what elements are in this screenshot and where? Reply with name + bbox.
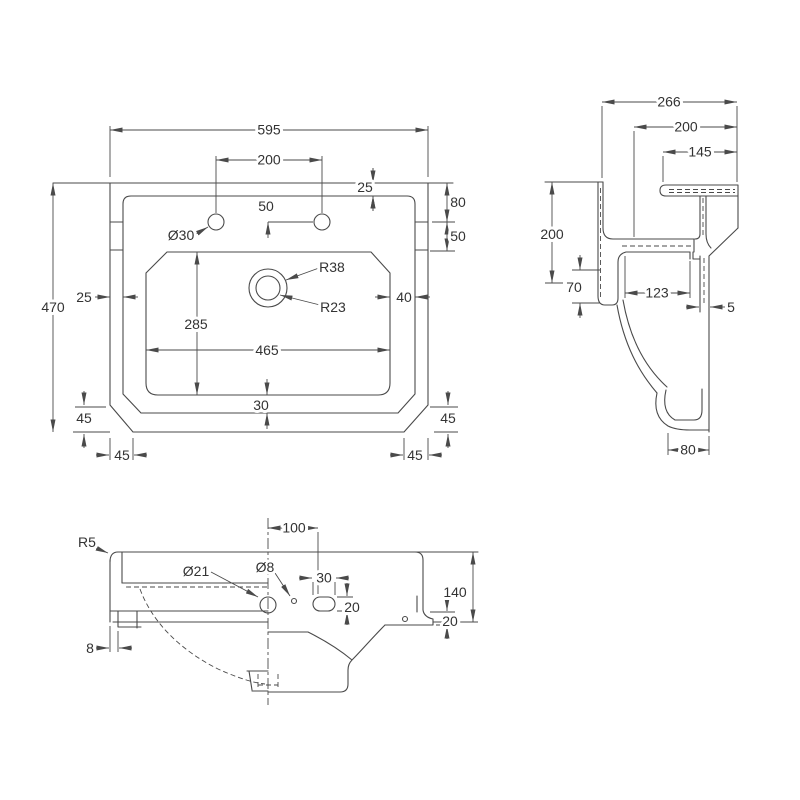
front-bowl-silhouette xyxy=(267,624,386,693)
ext-80-50 xyxy=(430,221,455,252)
front-view-dimensions xyxy=(95,525,478,652)
side-back-wall xyxy=(699,227,739,433)
front-trap-outline xyxy=(246,670,269,692)
dim-plan-rim-inset-left: 25 xyxy=(76,289,92,305)
dim-side-apron-height: 70 xyxy=(566,279,582,295)
plan-tap-hole-left xyxy=(207,213,225,231)
dim-plan-bowl-depth: 285 xyxy=(184,316,208,332)
ext-45-right xyxy=(430,406,458,433)
dim-front-rim-edge-height: 20 xyxy=(442,613,458,629)
dim-plan-overall-depth: 470 xyxy=(41,299,65,315)
plan-waste-outer-circle xyxy=(248,268,288,308)
ext-30-slot xyxy=(312,582,336,595)
side-shell-inner xyxy=(622,299,668,388)
side-view-labels: 266 200 145 200 70 123 5 80 xyxy=(537,91,738,461)
leader-r23 xyxy=(279,294,321,306)
dim-plan-chamfer-h-left: 45 xyxy=(76,410,92,426)
plan-waste-inner-circle xyxy=(255,275,281,301)
ext-45-bottom-left xyxy=(109,438,134,460)
side-shell-outer xyxy=(616,304,658,394)
dim-plan-chamfer-w-right: 45 xyxy=(407,447,423,463)
front-fixing-hole xyxy=(290,597,298,605)
plan-bowl-outline xyxy=(145,251,391,396)
front-overflow-dot xyxy=(401,615,409,623)
dim-plan-tap-spacing: 200 xyxy=(257,152,281,168)
side-hidden-lines xyxy=(600,188,735,306)
side-view-dimensions xyxy=(545,99,738,455)
front-view: R5 100 Ø21 Ø8 30 20 140 20 8 xyxy=(75,517,479,705)
dim-plan-tap-to-bowl: 50 xyxy=(450,228,466,244)
front-section-lines xyxy=(109,582,269,623)
leader-tap-dia xyxy=(195,226,209,236)
dim-plan-tap-offset: 50 xyxy=(258,198,274,214)
side-front-wall-inner xyxy=(602,181,695,240)
ext-595 xyxy=(109,126,429,177)
dim-plan-bowl-to-rim-front: 30 xyxy=(253,397,269,413)
ext-20-right xyxy=(430,611,455,626)
side-front-wall-outer xyxy=(597,181,691,306)
ext-70 xyxy=(572,269,600,304)
side-deck-bar xyxy=(659,184,739,229)
plan-deck-ticks xyxy=(110,221,428,251)
leader-fixing-hole xyxy=(274,572,291,597)
dim-plan-back-to-tap: 80 xyxy=(450,194,466,210)
dim-plan-tap-dia: Ø30 xyxy=(168,227,195,243)
front-left-edge xyxy=(109,551,123,623)
front-right-lip xyxy=(384,609,434,626)
dim-side-front-height: 200 xyxy=(540,226,564,242)
plan-view-geometry xyxy=(52,182,454,433)
ext-20-slot xyxy=(337,596,353,612)
front-view-geometry xyxy=(109,518,479,705)
dim-side-outlet-width: 80 xyxy=(680,442,696,458)
ext-200 xyxy=(215,156,323,213)
ext-45-bottom-right xyxy=(403,438,429,460)
dim-side-overall-depth: 266 xyxy=(657,94,681,110)
dim-plan-waste-inner: R23 xyxy=(320,299,346,315)
dim-plan-rim-inset-back: 25 xyxy=(357,179,373,195)
plan-tap-hole-right xyxy=(313,213,331,231)
dim-front-corner-radius: R5 xyxy=(78,534,96,550)
leader-r5 xyxy=(95,545,109,554)
side-boss-outer xyxy=(655,392,710,431)
dim-front-centre-to-fixing: 100 xyxy=(282,520,306,536)
dim-side-wall-to-bowl: 200 xyxy=(674,119,698,135)
dim-plan-chamfer-h-right: 45 xyxy=(440,410,456,426)
side-view-geometry xyxy=(544,181,739,433)
dim-front-slot-width: 30 xyxy=(316,570,332,586)
dim-front-fixing-hole-dia: Ø8 xyxy=(256,559,275,575)
dim-plan-overall-width: 595 xyxy=(257,122,281,138)
plan-view: 595 200 470 25 80 50 50 Ø30 R38 R23 25 4… xyxy=(38,119,469,467)
front-left-lip xyxy=(117,610,142,629)
plan-rim-inner-outline xyxy=(122,195,416,414)
side-boss-inner xyxy=(664,388,703,421)
dim-plan-chamfer-w-left: 45 xyxy=(114,447,130,463)
dim-front-overall-height: 140 xyxy=(443,584,467,600)
dim-plan-waste-outer: R38 xyxy=(319,259,345,275)
front-tap-pilot-hole xyxy=(259,596,277,614)
plan-view-labels: 595 200 470 25 80 50 50 Ø30 R38 R23 25 4… xyxy=(38,119,469,467)
dim-front-tap-pilot-dia: Ø21 xyxy=(183,563,210,579)
dim-plan-bowl-width: 465 xyxy=(255,342,279,358)
dim-side-wall-to-deck: 145 xyxy=(688,144,712,160)
dim-side-underside-width: 123 xyxy=(645,285,669,301)
plan-view-dimensions xyxy=(50,126,458,460)
side-view: 266 200 145 200 70 123 5 80 xyxy=(537,91,739,461)
front-top-edge xyxy=(109,551,479,611)
front-fixing-slot xyxy=(312,596,336,612)
dim-front-lip-thickness: 8 xyxy=(86,640,94,656)
front-view-labels: R5 100 Ø21 Ø8 30 20 140 20 8 xyxy=(75,517,470,660)
side-stem xyxy=(694,195,712,249)
plan-outer-outline xyxy=(109,182,429,433)
leader-tap-pilot xyxy=(210,571,259,598)
ext-8 xyxy=(109,626,119,652)
front-hidden-bowl-curve xyxy=(139,588,266,685)
dim-plan-bowl-to-rim-right: 40 xyxy=(396,289,412,305)
leader-r38 xyxy=(285,267,320,281)
ext-side-top xyxy=(601,106,738,237)
dim-front-slot-height: 20 xyxy=(344,599,360,615)
dim-side-back-gap: 5 xyxy=(727,299,735,315)
side-floor-steps xyxy=(689,238,701,260)
